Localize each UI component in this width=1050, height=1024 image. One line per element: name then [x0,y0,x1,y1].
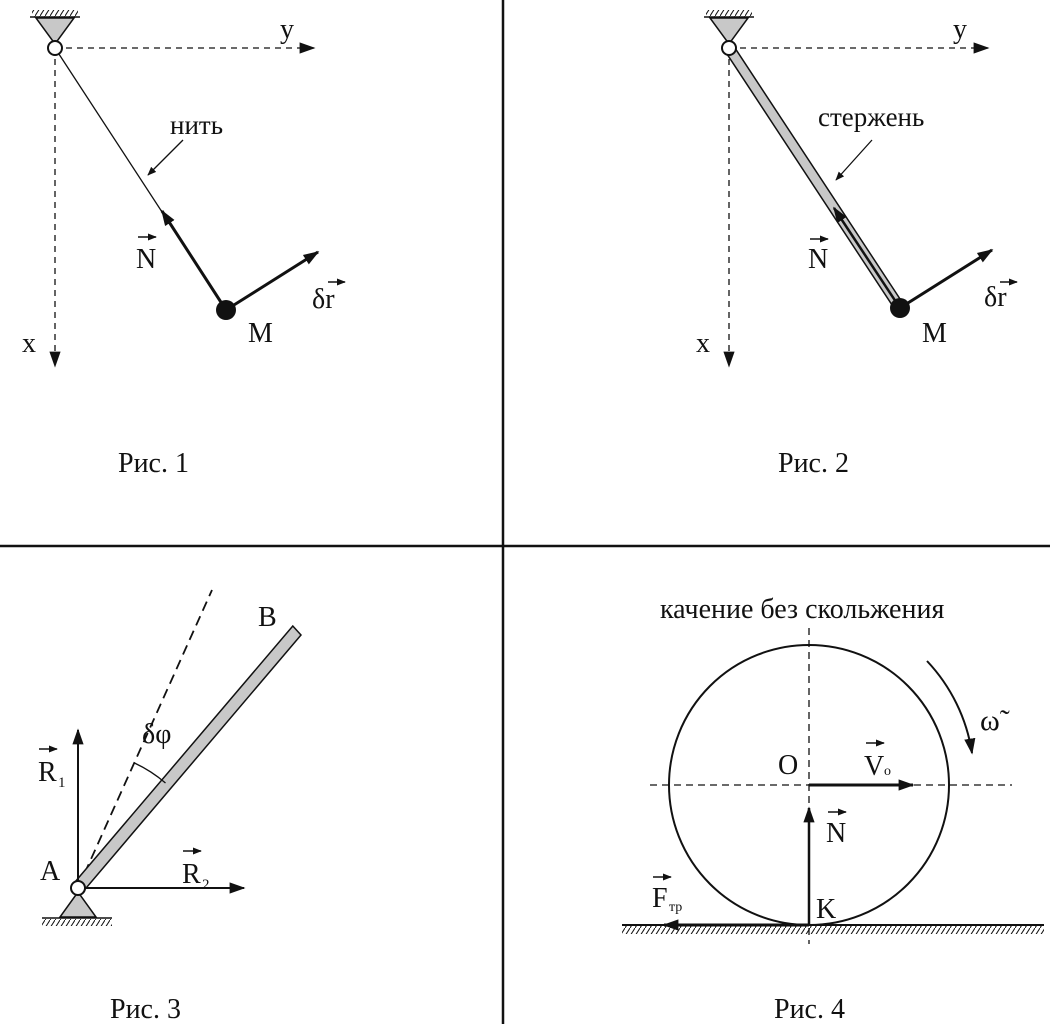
point-M-label: M [922,318,947,349]
hinge-support [708,17,750,46]
thread-label: нить [170,110,223,140]
displacement-arrow [225,250,320,312]
R2-subscript: 2 [202,877,210,893]
hinge-pin-A [70,880,86,896]
fig4-title: качение без скольжения [660,594,944,625]
thread-pointer [147,139,184,176]
point-M-label: M [248,318,273,349]
force-N-label: N [808,244,828,275]
ground-hatch [622,926,1044,934]
hinge-pin [721,40,737,56]
angle-arc [134,762,166,784]
support-hatch [32,10,78,17]
omega-label: ω̃ [980,704,1010,737]
hinge-pin [47,40,63,56]
figure-4: качение без скольжения O V o N K F тр ω̃… [622,594,1044,1024]
figure-3: B A δφ R 1 R 2 Рис. 3 [38,589,302,1024]
caption-fig3: Рис. 3 [110,994,181,1024]
force-N-arrow [160,209,228,311]
caption-fig4: Рис. 4 [774,994,845,1024]
delta-phi-label: δφ [142,719,171,750]
figure-1: y x нить N M δr Рис. 1 [22,10,346,479]
rod-label: стержень [818,102,924,132]
support-hatch [706,10,752,17]
point-A-label: A [40,856,61,887]
force-N-arrow [832,206,902,309]
hinge-support [58,890,98,918]
rotation-arrow [926,660,976,755]
R1-subscript: 1 [58,775,66,791]
delta-r-label: δr [984,282,1007,313]
V-subscript: o [884,764,891,779]
V-label: V [864,751,884,782]
F-label: F [652,883,668,914]
rod-pointer [835,139,873,181]
mass-point-M [216,300,236,320]
point-B-label: B [258,602,277,633]
figure-2: y x стержень N M δr Рис. 2 [696,10,1018,479]
R2-label: R [182,859,201,890]
caption-fig2: Рис. 2 [778,448,849,479]
virtual-rotation-line [77,589,213,889]
caption-fig1: Рис. 1 [118,448,189,479]
axis-x-label: x [696,328,710,359]
force-N-label: N [826,818,846,849]
hinge-support [34,17,76,46]
displacement-arrow [899,248,994,310]
axis-y-label: y [280,14,294,45]
point-O-label: O [778,750,798,781]
delta-r-label: δr [312,284,335,315]
rod-AB [72,624,302,894]
axis-x-label: x [22,328,36,359]
mass-point-M [890,298,910,318]
force-N-label: N [136,244,156,275]
support-hatch [42,919,112,926]
point-K-label: K [816,894,836,925]
F-subscript: тр [669,900,682,915]
axis-y-label: y [953,14,967,45]
R1-label: R [38,757,57,788]
